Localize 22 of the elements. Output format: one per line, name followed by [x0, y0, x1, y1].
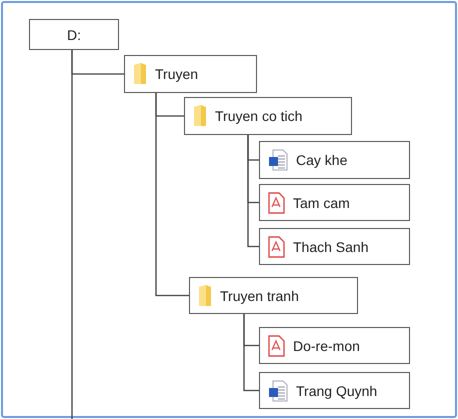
file-name: Tam cam [293, 194, 350, 210]
tree-connector [71, 50, 73, 419]
folder-name: Truyen [155, 66, 198, 82]
file-name: Cay khe [296, 152, 348, 168]
tree-connector [243, 314, 259, 392]
file-name: Do-re-mon [293, 338, 360, 354]
file-box [259, 141, 410, 179]
drive-box [29, 19, 119, 50]
folder-box [124, 55, 257, 93]
folder-name: Truyen co tich [215, 108, 302, 124]
folder-box [184, 97, 352, 135]
file-box [259, 327, 410, 364]
file-name: Thach Sanh [293, 238, 368, 254]
file-box [259, 228, 410, 265]
file-name: Trang Quynh [296, 382, 378, 398]
folder-name: Truyen tranh [220, 288, 299, 304]
tree-connector [247, 135, 259, 248]
folder-box [189, 277, 358, 314]
file-box [259, 372, 410, 409]
tree-connector [155, 93, 189, 296]
file-box [259, 184, 410, 221]
drive-name: D: [67, 26, 81, 42]
